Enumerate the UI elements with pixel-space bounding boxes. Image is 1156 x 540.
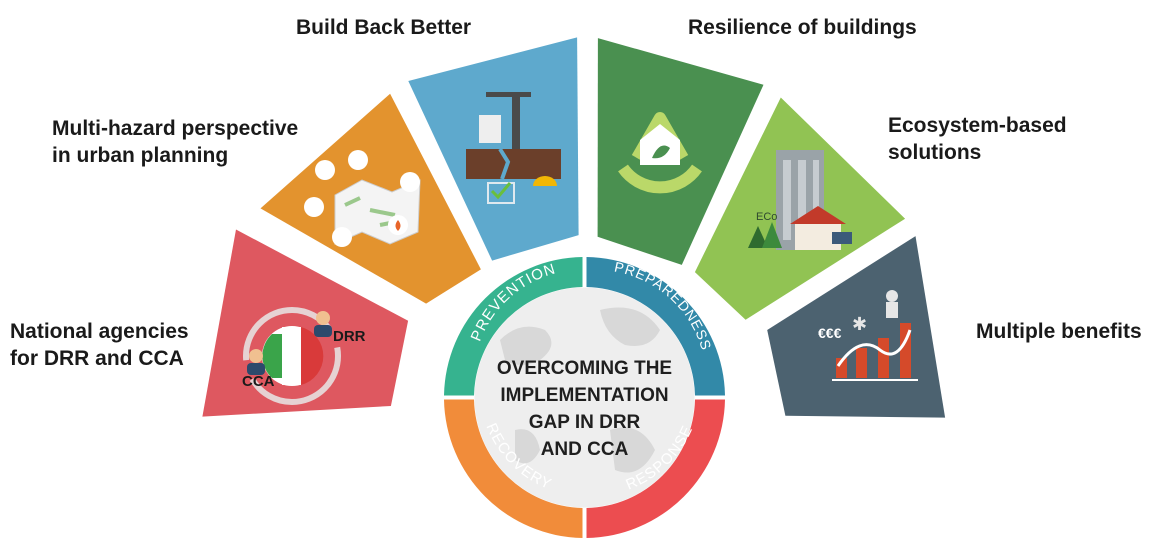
national-agencies-icon: DRR CCA: [242, 307, 366, 405]
eco-tag: ECo: [756, 211, 777, 223]
cca-tag: CCA: [242, 373, 275, 390]
thermometer-icon: [400, 172, 420, 192]
label-multiple-benefits: Multiple benefits: [976, 320, 1142, 343]
label-resilience-buildings: Resilience of buildings: [688, 16, 917, 39]
ring-response: [586, 399, 725, 538]
tornado-icon: [315, 160, 335, 180]
flood-icon: [304, 197, 324, 217]
ring-recovery: [444, 399, 583, 538]
urban-map-icon: [304, 150, 421, 247]
house-icon: [790, 206, 846, 224]
helmet-icon: [533, 176, 557, 186]
eco-building-icon: ECo: [748, 150, 852, 250]
person-cca-icon: [249, 349, 263, 363]
solar-panel-icon: [832, 232, 852, 244]
person-drr-icon: [316, 311, 330, 325]
landslide-icon: [332, 227, 352, 247]
recycle-house-icon: [618, 112, 702, 194]
snowflake-icon: ✱: [852, 314, 867, 334]
label-national-agencies: National agencies for DRR and CCA: [10, 320, 189, 370]
drr-tag: DRR: [333, 328, 366, 345]
blueprint-icon: [487, 182, 515, 204]
factory-icon: [348, 150, 368, 170]
center-title-line-2: IMPLEMENTATION: [500, 385, 668, 406]
center-title-line-4: AND CCA: [541, 439, 629, 460]
ring-preparedness: [586, 257, 725, 396]
label-ecosystem-based: Ecosystem-based solutions: [888, 114, 1067, 164]
center-title-line-1: OVERCOMING THE: [497, 358, 672, 379]
crane-icon: [512, 92, 520, 149]
reconstruction-icon: [466, 92, 561, 204]
label-multi-hazard: Multi-hazard perspective in urban planni…: [52, 117, 299, 167]
tree-icon: [748, 226, 768, 248]
ring-prevention: [444, 257, 583, 396]
label-build-back-better: Build Back Better: [296, 16, 472, 39]
euro-tag: €€€: [818, 325, 842, 341]
benefits-chart-icon: €€€ ✱: [818, 290, 918, 381]
person-icon: [886, 290, 898, 302]
center-title-line-3: GAP IN DRR: [529, 412, 641, 433]
